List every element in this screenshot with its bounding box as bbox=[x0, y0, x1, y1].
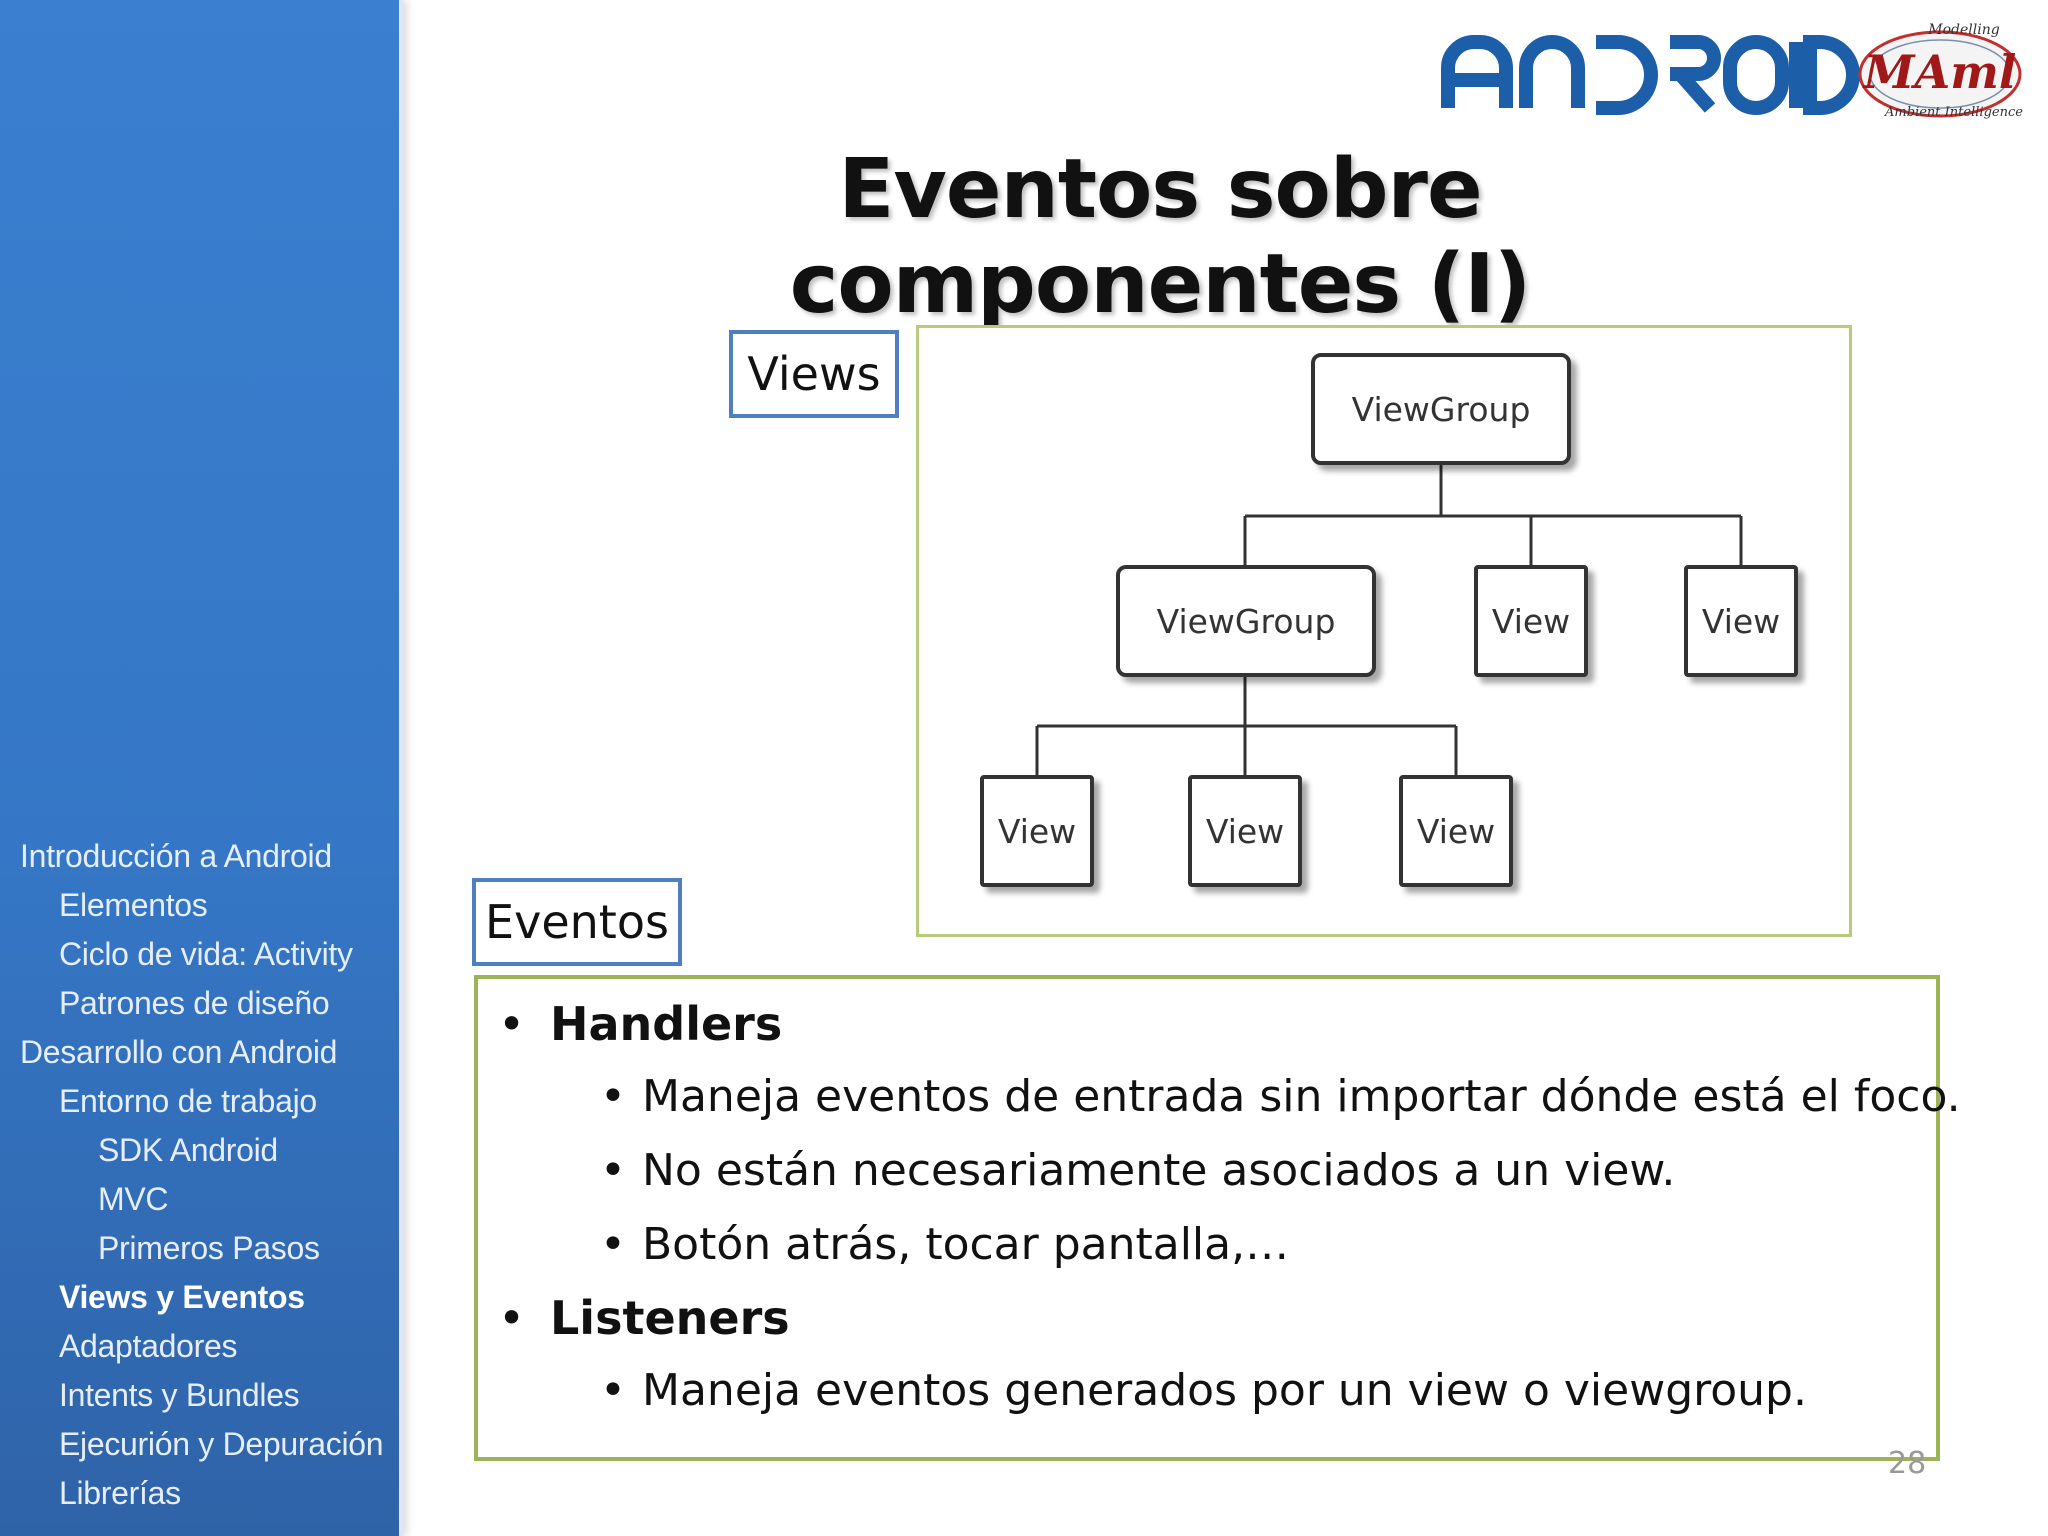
handlers-item-text: Maneja eventos de entrada sin importar d… bbox=[642, 1071, 1961, 1122]
maml-top-text: Modelling bbox=[1927, 22, 1999, 38]
page-number: 28 bbox=[1888, 1446, 1927, 1481]
bullet-dot: • bbox=[600, 1071, 626, 1122]
maml-bottom-text: Ambient Intelligence bbox=[1884, 105, 2023, 120]
bullet-handlers: • Handlers bbox=[498, 997, 782, 1051]
bullet-handlers-item-2: • No están necesariamente asociados a un … bbox=[600, 1145, 1675, 1196]
slide-title: Eventos sobre componentes (I) bbox=[789, 142, 1531, 332]
sidebar-item-primeros-pasos[interactable]: Primeros Pasos bbox=[98, 1230, 320, 1266]
node-child-viewgroup: ViewGroup bbox=[1116, 565, 1376, 677]
bullet-handlers-item-3: • Botón atrás, tocar pantalla,… bbox=[600, 1219, 1289, 1270]
sidebar-item-patrones[interactable]: Patrones de diseño bbox=[59, 985, 330, 1021]
maml-text: MAml bbox=[1862, 45, 2017, 99]
sidebar-item-desarrollo[interactable]: Desarrollo con Android bbox=[20, 1034, 338, 1070]
sidebar-item-introduccion[interactable]: Introducción a Android bbox=[20, 838, 332, 874]
diagram-connectors bbox=[1035, 465, 1743, 778]
sidebar-item-elementos[interactable]: Elementos bbox=[59, 887, 208, 923]
node-leaf-view-1: View bbox=[980, 775, 1094, 887]
bullet-dot: • bbox=[600, 1145, 626, 1196]
android-logo bbox=[1441, 34, 1860, 115]
listeners-title: Listeners bbox=[550, 1291, 790, 1345]
sidebar-item-ejecucion[interactable]: Ejecurión y Depuración bbox=[59, 1426, 384, 1462]
views-label: Views bbox=[747, 347, 881, 401]
sidebar-item-sdk[interactable]: SDK Android bbox=[98, 1132, 278, 1168]
sidebar-item-mvc[interactable]: MVC bbox=[98, 1181, 169, 1217]
sidebar-item-librerias[interactable]: Librerías bbox=[59, 1475, 181, 1511]
node-child-view-2: View bbox=[1684, 565, 1798, 677]
events-content-box: • Handlers • Maneja eventos de entrada sin… bbox=[474, 975, 1961, 1461]
bullet-listeners: • Listeners bbox=[498, 1291, 790, 1345]
sidebar-separator bbox=[399, 0, 403, 1536]
views-label-box: Views bbox=[729, 330, 899, 418]
bullet-dot: • bbox=[600, 1365, 626, 1416]
maml-logo: MAml Modelling Ambient Intelligence bbox=[1858, 22, 2023, 120]
node-leaf-view-3: View bbox=[1399, 775, 1513, 887]
sidebar-item-intents[interactable]: Intents y Bundles bbox=[59, 1377, 300, 1413]
listeners-item-text: Maneja eventos generados por un view o v… bbox=[642, 1365, 1807, 1416]
node-leaf-view-2: View bbox=[1188, 775, 1302, 887]
bullet-dot: • bbox=[600, 1219, 626, 1270]
view-hierarchy-diagram: ViewGroup ViewGroup View View View View … bbox=[916, 325, 1852, 937]
bullet-listeners-item-1: • Maneja eventos generados por un view o … bbox=[600, 1365, 1807, 1416]
eventos-label: Eventos bbox=[485, 895, 669, 949]
sidebar-item-adaptadores[interactable]: Adaptadores bbox=[59, 1328, 238, 1364]
handlers-item-text: Botón atrás, tocar pantalla,… bbox=[642, 1219, 1290, 1270]
node-root-viewgroup: ViewGroup bbox=[1311, 353, 1571, 465]
sidebar: Introducción a Android Elementos Ciclo d… bbox=[0, 0, 403, 1536]
bullet-dot: • bbox=[498, 997, 526, 1051]
handlers-title: Handlers bbox=[550, 997, 783, 1051]
eventos-label-box: Eventos bbox=[472, 878, 682, 966]
sidebar-item-entorno[interactable]: Entorno de trabajo bbox=[59, 1083, 317, 1119]
handlers-item-text: No están necesariamente asociados a un v… bbox=[642, 1145, 1676, 1196]
sidebar-item-ciclo-de-vida[interactable]: Ciclo de vida: Activity bbox=[59, 936, 353, 972]
sidebar-item-views-eventos[interactable]: Views y Eventos bbox=[59, 1279, 305, 1315]
bullet-dot: • bbox=[498, 1291, 526, 1345]
node-child-view-1: View bbox=[1474, 565, 1588, 677]
bullet-handlers-item-1: • Maneja eventos de entrada sin importar … bbox=[600, 1071, 1961, 1122]
